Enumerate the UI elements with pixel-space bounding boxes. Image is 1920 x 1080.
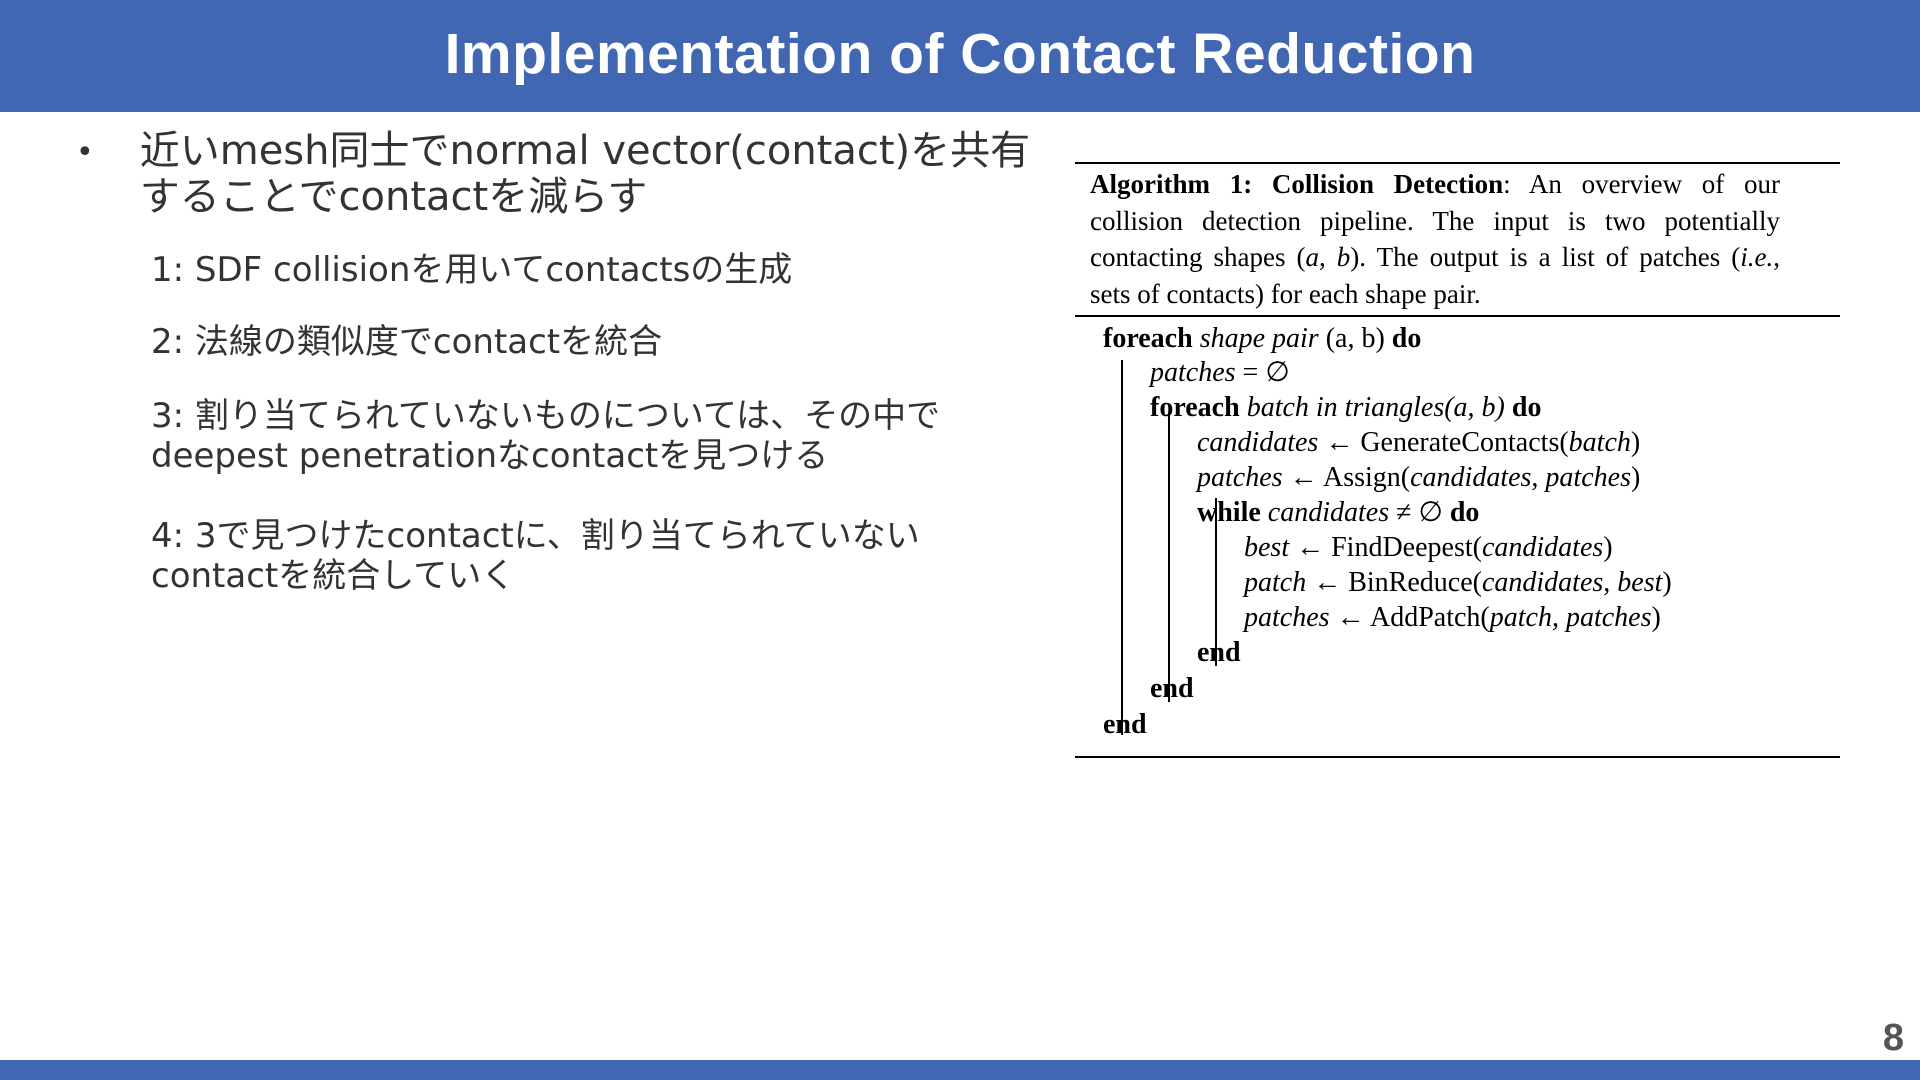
code-line-3: foreach batch in triangles(a, b) do <box>1150 391 1541 425</box>
indent-bar-inner <box>1215 498 1217 666</box>
algorithm-bottom-rule <box>1075 756 1840 758</box>
code-line-9: patches ← AddPatch(patch, patches) <box>1244 601 1661 635</box>
bullet-dot-icon: • <box>76 135 94 170</box>
kw-do: do <box>1391 323 1422 354</box>
caption-part-3: , sets of contacts) for each shape pair. <box>1090 242 1780 309</box>
code-close: ) <box>1630 462 1641 493</box>
code-arg: candidates, patches <box>1410 462 1631 493</box>
step-2: 2: 法線の類似度でcontactを統合 <box>151 322 663 362</box>
code-line-7: best ← FindDeepest(candidates) <box>1244 531 1613 565</box>
code-arg: candidates <box>1481 532 1604 563</box>
bullet-block: • 近いmesh同士でnormal vector(contact)を共有 するこ… <box>76 128 1056 220</box>
code-arg: patch, patches <box>1489 602 1652 633</box>
code-arg: batch <box>1568 427 1631 458</box>
kw-end: end <box>1103 709 1147 740</box>
kw-do: do <box>1449 497 1480 528</box>
algorithm-top-rule <box>1075 162 1840 164</box>
indent-bar-outer <box>1121 360 1123 735</box>
code-fn: GenerateContacts( <box>1360 427 1569 458</box>
caption-var-a: a <box>1305 242 1320 272</box>
code-line-10: end <box>1197 636 1241 670</box>
code-var: patches <box>1244 602 1330 633</box>
bullet-row: • 近いmesh同士でnormal vector(contact)を共有 するこ… <box>76 128 1056 220</box>
code-line-11: end <box>1150 672 1194 706</box>
algorithm-mid-rule <box>1075 315 1840 317</box>
kw-while: while <box>1197 497 1261 528</box>
title-bar: Implementation of Contact Reduction <box>0 0 1920 112</box>
code-rest: = ∅ <box>1235 357 1290 388</box>
code-line-12: end <box>1103 708 1147 742</box>
kw-foreach: foreach <box>1150 392 1240 423</box>
code-line-6: while candidates ≠ ∅ do <box>1197 496 1479 530</box>
code-fn: AddPatch( <box>1370 602 1490 633</box>
code-fn: FindDeepest( <box>1331 532 1482 563</box>
kw-foreach: foreach <box>1103 323 1193 354</box>
code-ab: (a, b) <box>1318 323 1392 354</box>
algorithm-caption: Algorithm 1: Collision Detection: An ove… <box>1090 166 1780 312</box>
code-line-5: patches ← Assign(candidates, patches) <box>1197 461 1640 495</box>
kw-do: do <box>1511 392 1542 423</box>
step-3: 3: 割り当てられていないものについては、その中で deepest penetr… <box>151 396 941 476</box>
code-close: ) <box>1662 567 1672 598</box>
code-arrow: ← <box>1306 567 1349 598</box>
code-arrow: ← <box>1282 462 1323 493</box>
kw-end: end <box>1197 637 1241 668</box>
kw-end: end <box>1150 673 1194 704</box>
code-fn: Assign( <box>1323 462 1411 493</box>
step-1: 1: SDF collisionを用いてcontactsの生成 <box>151 250 793 290</box>
code-arg: candidates, best <box>1481 567 1663 598</box>
code-var: patch <box>1244 567 1307 598</box>
slide-title: Implementation of Contact Reduction <box>444 22 1476 86</box>
code-var: patches <box>1150 357 1236 388</box>
code-close: ) <box>1630 427 1641 458</box>
code-var: candidates <box>1267 497 1390 528</box>
caption-sep: , <box>1319 242 1337 272</box>
code-line-1: foreach shape pair (a, b) do <box>1103 322 1421 356</box>
code-var: patches <box>1197 462 1283 493</box>
footer-bar <box>0 1060 1920 1080</box>
code-shape-pair: shape pair <box>1199 323 1319 354</box>
algorithm-code: foreach shape pair (a, b) do patches = ∅… <box>1075 322 1840 752</box>
code-var: best <box>1244 532 1290 563</box>
bullet-text: 近いmesh同士でnormal vector(contact)を共有 することで… <box>139 128 1031 220</box>
code-close: ) <box>1651 602 1661 633</box>
code-line-4: candidates ← GenerateContacts(batch) <box>1197 426 1640 460</box>
step-4: 4: 3で見つけたcontactに、割り当てられていない contactを統合し… <box>151 516 920 596</box>
algorithm-caption-title: Algorithm 1: Collision Detection <box>1090 169 1504 199</box>
code-arrow: ← <box>1318 427 1361 458</box>
code-close: ) <box>1603 532 1613 563</box>
code-line-2: patches = ∅ <box>1150 356 1290 390</box>
indent-bar-middle <box>1168 415 1170 702</box>
caption-part-1: : An overview of our collision detection… <box>1090 169 1781 272</box>
caption-var-b: b <box>1336 242 1351 272</box>
code-line-8: patch ← BinReduce(candidates, best) <box>1244 566 1672 600</box>
code-var: candidates <box>1197 427 1319 458</box>
code-arrow: ← <box>1329 602 1370 633</box>
caption-part-2: ). The output is a list of patches ( <box>1350 242 1741 272</box>
code-arrow: ← <box>1289 532 1332 563</box>
code-fn: BinReduce( <box>1348 567 1482 598</box>
code-rest: ≠ ∅ <box>1389 497 1450 528</box>
code-batch: batch in triangles(a, b) <box>1246 392 1505 423</box>
page-number: 8 <box>1882 1017 1904 1059</box>
caption-ie: i.e. <box>1740 242 1774 272</box>
